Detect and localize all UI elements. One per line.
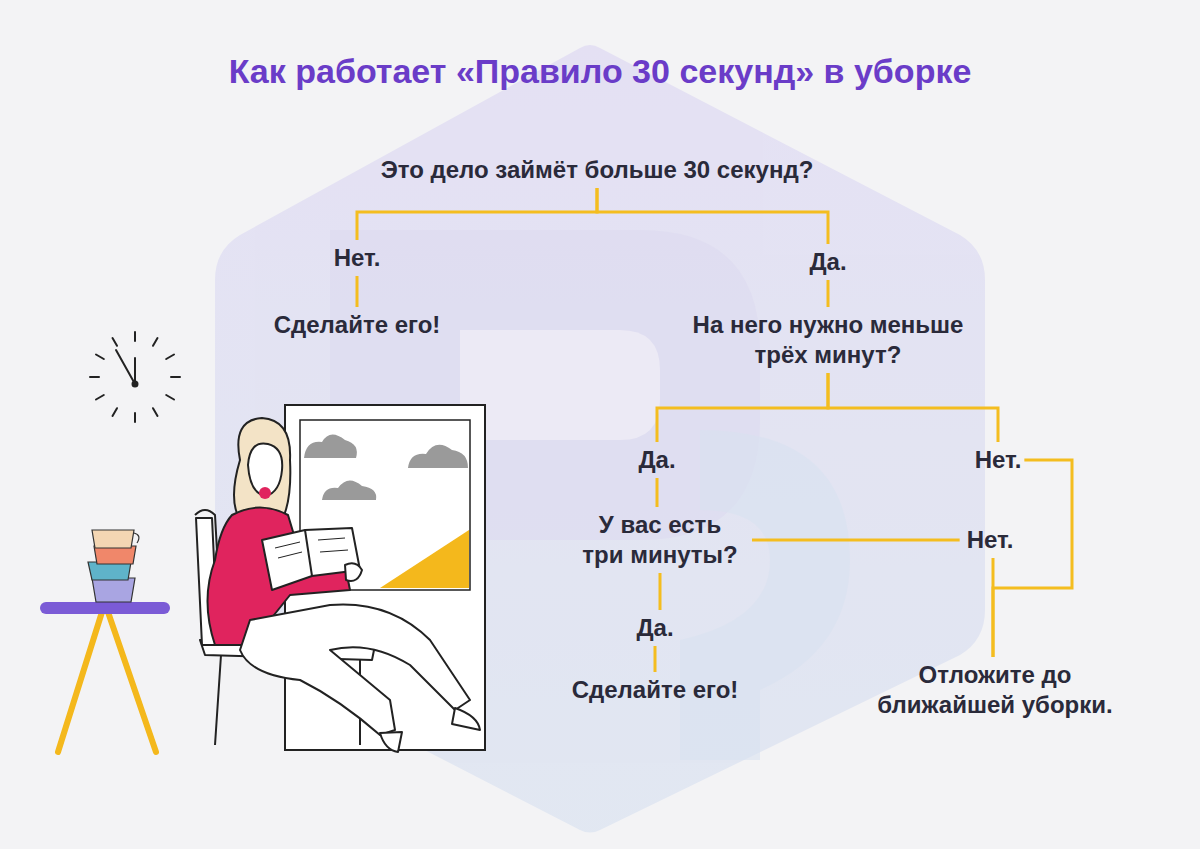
step-text: Отложите до ближайшей уборки.: [870, 660, 1120, 720]
step-text: Нет.: [975, 445, 1022, 475]
flow-step: Нет.: [963, 523, 1018, 557]
title: Как работает «Правило 30 секунд» в уборк…: [0, 52, 1200, 91]
cups: [88, 530, 139, 602]
flow-step: Нет.: [971, 443, 1026, 477]
step-text: Да.: [809, 247, 846, 277]
woman-in-chair: [195, 418, 480, 752]
clock: [90, 332, 180, 422]
flow-connector: [828, 373, 998, 442]
step-text: Да.: [636, 613, 673, 643]
step-text: Нет.: [967, 525, 1014, 555]
step-text: Сделайте его!: [274, 310, 441, 340]
flow-connector: [356, 276, 359, 307]
step-text: Сделайте его!: [572, 675, 739, 705]
flow-step: Да.: [805, 245, 850, 279]
flow-step: Да.: [634, 443, 679, 477]
flow-step: Нет.: [330, 241, 385, 275]
flow-connector: [597, 188, 828, 244]
step-text: Нет.: [334, 243, 381, 273]
flow-connector: [752, 539, 960, 542]
table: [40, 602, 170, 752]
flow-connector: [827, 280, 830, 307]
step-text: На него нужно меньше трёх минут?: [673, 310, 983, 370]
flow-connector: [654, 646, 657, 672]
step-text: Да.: [638, 445, 675, 475]
flow-step: На него нужно меньше трёх минут?: [669, 308, 987, 372]
flow-connector: [659, 573, 662, 610]
flow-step: Сделайте его!: [568, 673, 743, 707]
flow-connector: [656, 478, 659, 507]
flow-step: Да.: [632, 611, 677, 645]
flow-connector: [357, 188, 597, 240]
watermark-logo: [215, 45, 985, 833]
flow-connector: [657, 373, 828, 442]
step-text: У вас есть три минуты?: [575, 510, 745, 570]
flow-connector: [993, 460, 1072, 657]
flow-connector: [992, 558, 995, 657]
step-text: Это дело займёт больше 30 секунд?: [381, 155, 814, 185]
flow-step: Сделайте его!: [270, 308, 445, 342]
flow-step: У вас есть три минуты?: [571, 508, 749, 572]
flow-step: Отложите до ближайшей уборки.: [866, 658, 1124, 722]
flow-step: Это дело займёт больше 30 секунд?: [377, 153, 818, 187]
